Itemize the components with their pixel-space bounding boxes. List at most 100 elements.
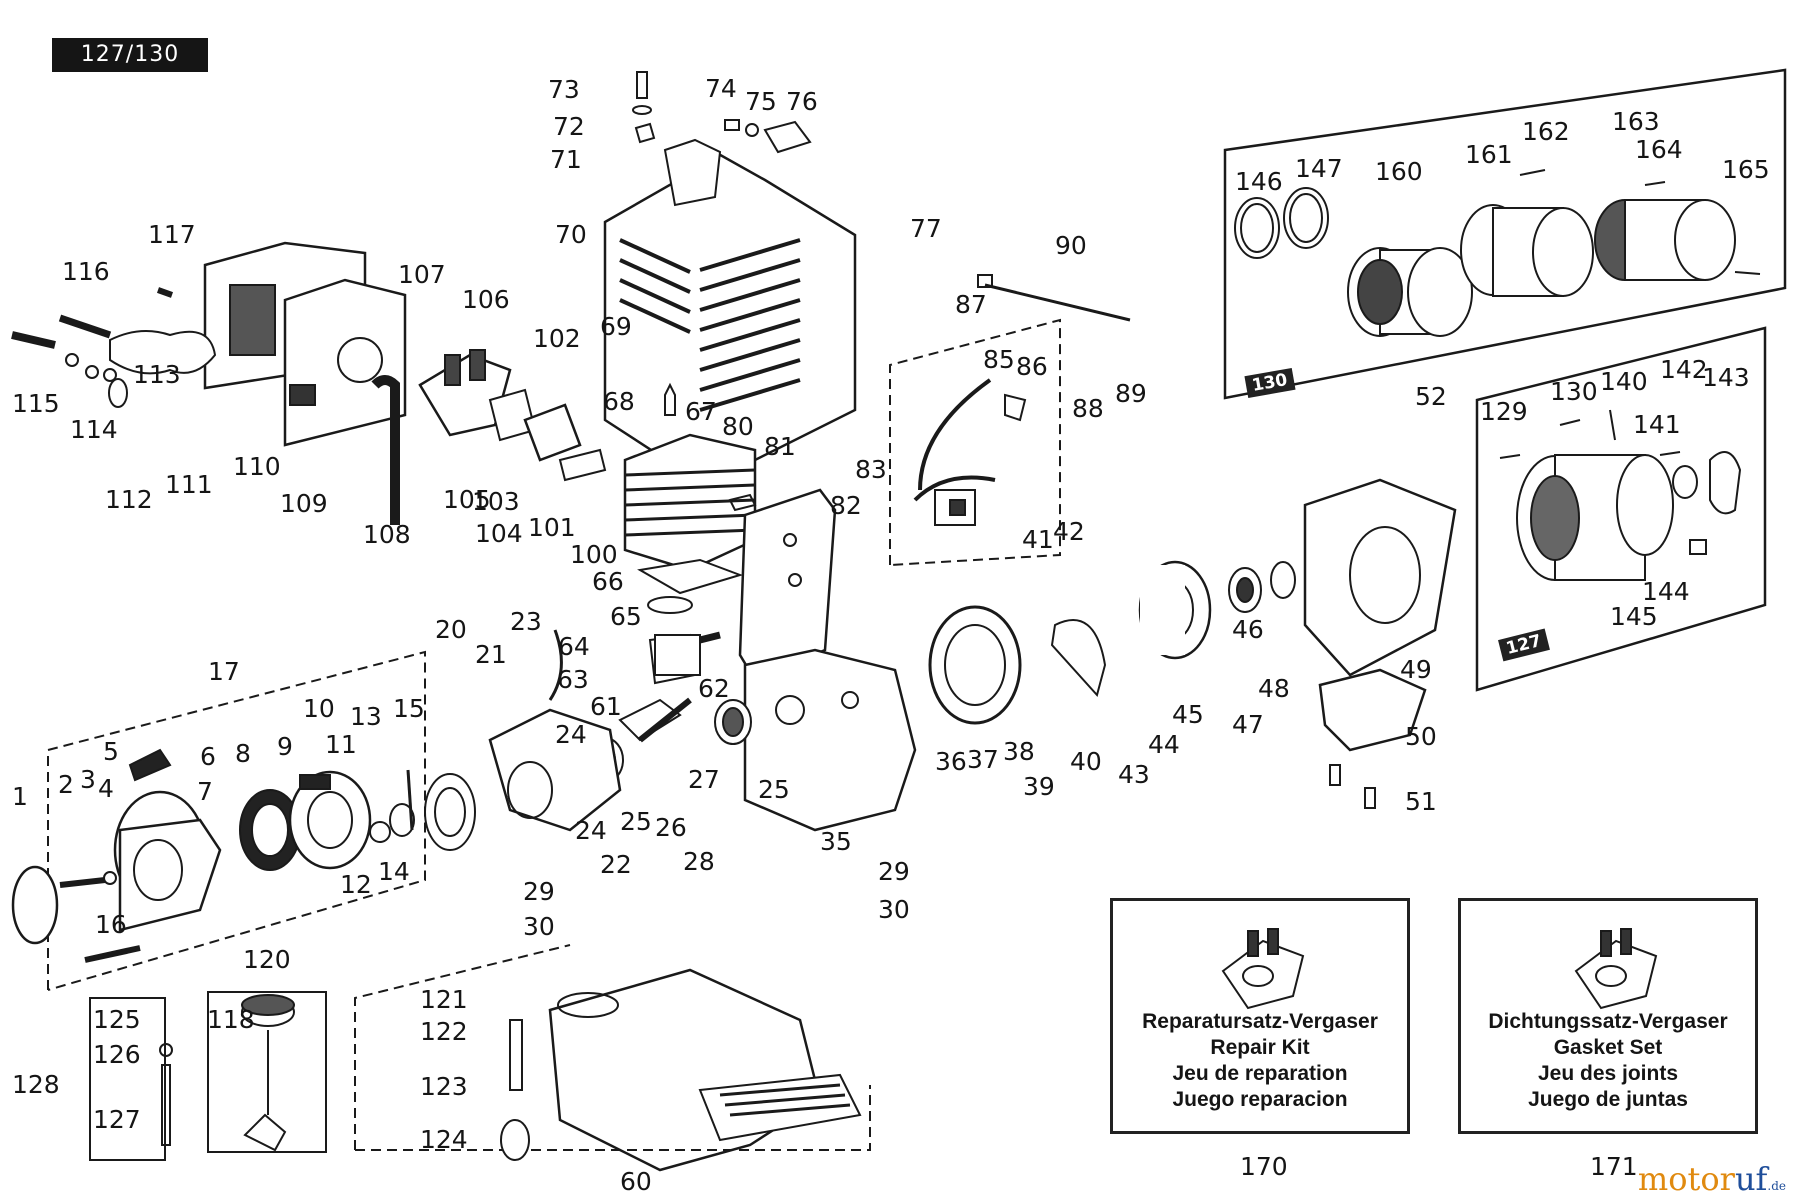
callout-label: 104 — [475, 519, 523, 548]
callout-label: 26 — [655, 813, 687, 842]
callout-label: 89 — [1115, 379, 1147, 408]
callout-label: 114 — [70, 415, 118, 444]
callout-label: 130 — [1550, 377, 1598, 406]
callout-label: 105 — [443, 485, 491, 514]
callout-label: 11 — [325, 730, 357, 759]
callout-label: 116 — [62, 257, 110, 286]
callout-label: 113 — [133, 360, 181, 389]
callout-label: 77 — [910, 214, 942, 243]
callout-label: 162 — [1522, 117, 1570, 146]
callout-label: 39 — [1023, 772, 1055, 801]
kit-number-170: 170 — [1240, 1152, 1288, 1181]
callout-label: 82 — [830, 491, 862, 520]
callout-label: 81 — [764, 432, 796, 461]
callout-label: 76 — [786, 87, 818, 116]
callout-label: 111 — [165, 470, 213, 499]
callout-label: 72 — [553, 112, 585, 141]
kit-line-fr: Jeu des joints — [1537, 1062, 1679, 1085]
callout-label: 48 — [1258, 674, 1290, 703]
callout-label: 117 — [148, 220, 196, 249]
callout-label: 144 — [1642, 577, 1690, 606]
callout-label: 165 — [1722, 155, 1770, 184]
callout-label: 25 — [620, 807, 652, 836]
callout-label: 107 — [398, 260, 446, 289]
callout-label: 9 — [277, 732, 293, 761]
callout-label: 24 — [555, 720, 587, 749]
kit-line-fr: Jeu de reparation — [1172, 1062, 1348, 1085]
callout-label: 112 — [105, 485, 153, 514]
callout-label: 23 — [510, 607, 542, 636]
callout-label: 110 — [233, 452, 281, 481]
callout-label: 25 — [758, 775, 790, 804]
callout-label: 38 — [1003, 737, 1035, 766]
carburettor-icon — [1574, 928, 1658, 1010]
callout-label: 2 — [58, 770, 74, 799]
callout-label: 101 — [528, 513, 576, 542]
callout-label: 1 — [12, 782, 28, 811]
callout-label: 42 — [1053, 517, 1085, 546]
callout-label: 124 — [420, 1125, 468, 1154]
callout-label: 14 — [378, 857, 410, 886]
callout-label: 51 — [1405, 787, 1437, 816]
callout-label: 6 — [200, 742, 216, 771]
callout-label: 70 — [555, 220, 587, 249]
callout-label: 16 — [95, 910, 127, 939]
callout-label: 126 — [93, 1040, 141, 1069]
kit-line-en: Repair Kit — [1210, 1036, 1310, 1059]
callout-label: 50 — [1405, 722, 1437, 751]
callout-label: 30 — [523, 912, 555, 941]
callout-label: 88 — [1072, 394, 1104, 423]
callout-label: 83 — [855, 455, 887, 484]
callout-label: 35 — [820, 827, 852, 856]
callout-label: 10 — [303, 694, 335, 723]
callout-label: 17 — [208, 657, 240, 686]
callout-label: 64 — [558, 632, 590, 661]
callout-label: 87 — [955, 290, 987, 319]
callout-label: 67 — [685, 397, 717, 426]
callout-label: 163 — [1612, 107, 1660, 136]
repair-kit-box: Reparatursatz-Vergaser Repair Kit Jeu de… — [1110, 898, 1410, 1134]
kit-number-171: 171 — [1590, 1152, 1638, 1181]
callout-label: 141 — [1633, 410, 1681, 439]
callout-label: 65 — [610, 602, 642, 631]
callout-label: 147 — [1295, 154, 1343, 183]
callout-label: 28 — [683, 847, 715, 876]
kit-line-de: Dichtungssatz-Vergaser — [1488, 1010, 1728, 1033]
callout-label: 123 — [420, 1072, 468, 1101]
callout-label: 100 — [570, 540, 618, 569]
callout-label: 36 — [935, 747, 967, 776]
callout-label: 37 — [967, 745, 999, 774]
callout-label: 52 — [1415, 382, 1447, 411]
callout-label: 103 — [472, 487, 520, 516]
callout-label: 122 — [420, 1017, 468, 1046]
callout-label: 4 — [98, 774, 114, 803]
callout-label: 27 — [688, 765, 720, 794]
callout-label: 109 — [280, 489, 328, 518]
callout-label: 146 — [1235, 167, 1283, 196]
callout-label: 160 — [1375, 157, 1423, 186]
callout-label: 66 — [592, 567, 624, 596]
callout-label: 121 — [420, 985, 468, 1014]
callout-label: 24 — [575, 816, 607, 845]
callout-label: 61 — [590, 692, 622, 721]
callout-label: 120 — [243, 945, 291, 974]
callout-label: 20 — [435, 615, 467, 644]
callout-label: 62 — [698, 674, 730, 703]
callout-label: 44 — [1148, 730, 1180, 759]
callout-label: 29 — [523, 877, 555, 906]
kit-line-en: Gasket Set — [1553, 1036, 1663, 1059]
callout-label: 71 — [550, 145, 582, 174]
kit-line-de: Reparatursatz-Vergaser — [1142, 1010, 1378, 1033]
callout-label: 106 — [462, 285, 510, 314]
callout-label: 22 — [600, 850, 632, 879]
callout-label: 125 — [93, 1005, 141, 1034]
callout-label: 40 — [1070, 747, 1102, 776]
callout-label: 63 — [557, 665, 589, 694]
callout-label: 60 — [620, 1167, 652, 1196]
callout-label: 75 — [745, 87, 777, 116]
callout-label: 15 — [393, 694, 425, 723]
callout-label: 143 — [1702, 363, 1750, 392]
